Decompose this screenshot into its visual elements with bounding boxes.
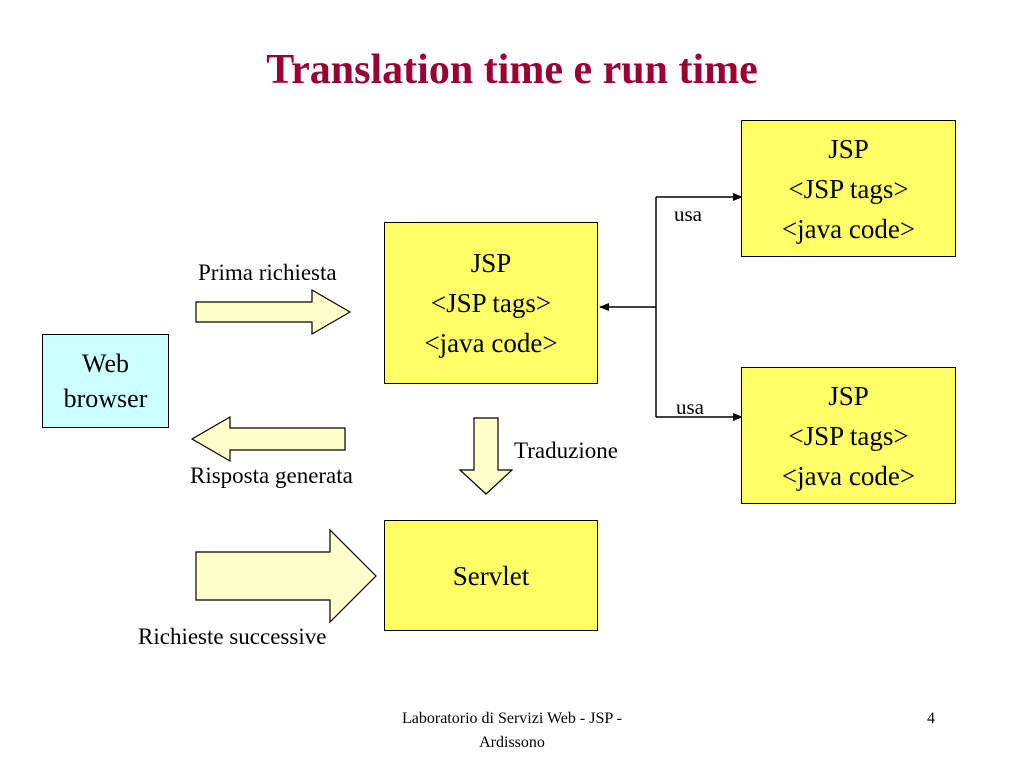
jsp-top-box: JSP <JSP tags> <java code> [741, 120, 956, 257]
jsp-bottom-line-2: <JSP tags> [788, 420, 909, 451]
prima-richiesta-block-arrow [195, 288, 352, 336]
web-browser-line-2: browser [63, 384, 148, 413]
jsp-top-line-1: JSP [828, 133, 869, 164]
jsp-main-line-2: <JSP tags> [430, 288, 552, 318]
footer-line-1: Laboratorio di Servizi Web - JSP - [401, 710, 622, 727]
jsp-top-line-2: <JSP tags> [788, 173, 909, 204]
servlet-line-1: Servlet [452, 560, 530, 591]
traduzione-block-arrow [458, 417, 514, 495]
footer-line-2: Ardissono [479, 734, 545, 751]
richieste-successive-label: Richieste successive [138, 624, 327, 649]
prima-richiesta-label: Prima richiesta [198, 260, 337, 285]
usa-top-label: usa [674, 202, 702, 226]
risposta-generata-block-arrow [190, 415, 346, 463]
slide-title: Translation time e run time [266, 47, 758, 93]
page-number: 4 [927, 710, 935, 727]
footer-text: Laboratorio di Servizi Web - JSP - Ardis… [362, 707, 662, 755]
richieste-successive-block-arrow [195, 528, 377, 624]
jsp-top-line-3: <java code> [781, 213, 916, 244]
jsp-bottom-line-1: JSP [828, 380, 869, 411]
risposta-generata-label: Risposta generata [190, 463, 353, 488]
jsp-main-line-3: <java code> [424, 328, 558, 358]
jsp-bottom-line-3: <java code> [781, 460, 916, 491]
web-browser-line-1: Web [82, 349, 129, 378]
jsp-main-box: JSP <JSP tags> <java code> [384, 222, 598, 384]
jsp-main-line-1: JSP [470, 248, 512, 278]
usa-bottom-label: usa [676, 395, 704, 419]
servlet-box: Servlet [384, 520, 598, 631]
web-browser-box: Web browser [42, 334, 169, 428]
traduzione-label: Traduzione [514, 438, 618, 463]
jsp-bottom-box: JSP <JSP tags> <java code> [741, 367, 956, 504]
